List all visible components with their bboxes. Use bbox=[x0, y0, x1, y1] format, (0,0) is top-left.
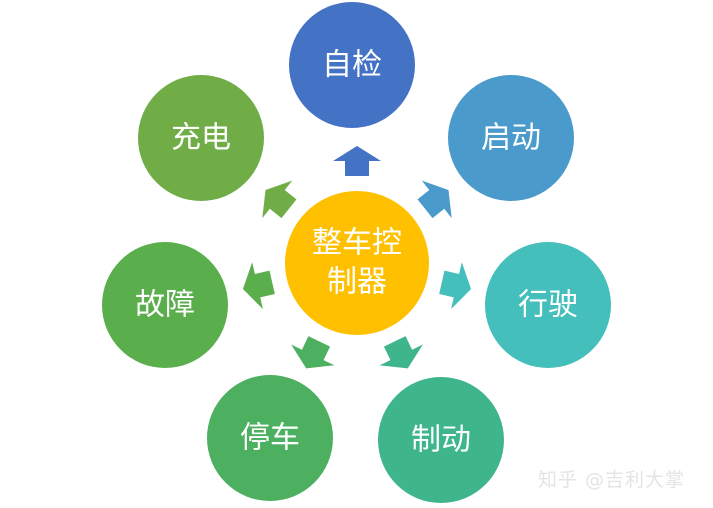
node-label-3: 制动 bbox=[411, 423, 471, 458]
arrow-1 bbox=[417, 180, 452, 219]
node-circle-2 bbox=[485, 242, 611, 368]
arrow-5 bbox=[242, 262, 275, 310]
arrow-3 bbox=[379, 336, 423, 369]
watermark: 知乎 @吉利大掌 bbox=[538, 469, 686, 491]
node-circle-0 bbox=[289, 2, 415, 128]
center-circle bbox=[285, 191, 429, 335]
node-label-2: 行驶 bbox=[518, 288, 578, 323]
node-circle-6 bbox=[138, 75, 264, 201]
node-circle-5 bbox=[102, 242, 228, 368]
node-label-1: 启动 bbox=[481, 121, 541, 156]
arrow-2 bbox=[439, 262, 472, 310]
arrow-6 bbox=[262, 180, 297, 219]
arrow-0 bbox=[333, 146, 381, 176]
node-circle-1 bbox=[448, 75, 574, 201]
node-label-0: 自检 bbox=[322, 48, 382, 83]
node-circle-3 bbox=[378, 377, 504, 503]
node-label-6: 充电 bbox=[171, 121, 231, 156]
center-label-line1: 整车控 bbox=[312, 226, 402, 261]
node-circle-4 bbox=[207, 375, 333, 501]
node-label-5: 故障 bbox=[135, 288, 195, 323]
arrow-4 bbox=[291, 336, 335, 369]
node-label-4: 停车 bbox=[240, 421, 300, 456]
center-label-line2: 制器 bbox=[327, 265, 387, 300]
